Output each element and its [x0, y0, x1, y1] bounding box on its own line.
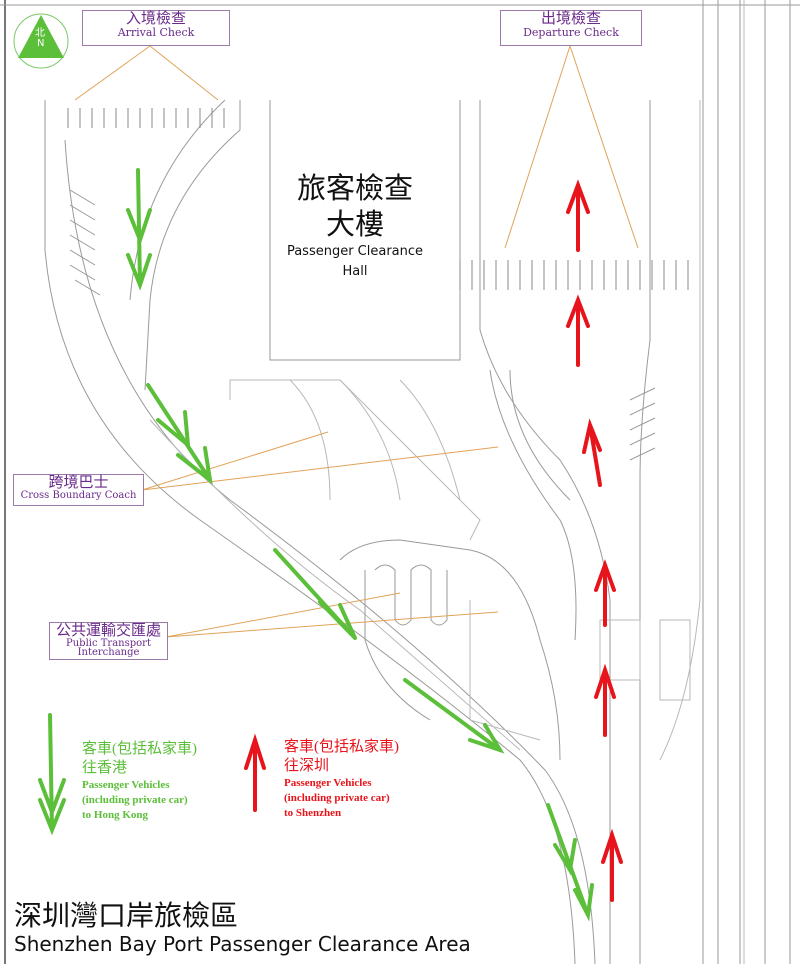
legend-sz-en-1: Passenger Vehicles	[284, 777, 372, 789]
arrival-en: Arrival Check	[117, 25, 195, 39]
coach-zh: 跨境巴士	[48, 473, 109, 491]
highway	[702, 0, 791, 964]
map-title: 深圳灣口岸旅檢區 Shenzhen Bay Port Passenger Cle…	[14, 899, 471, 957]
transport-en-2: Interchange	[77, 646, 140, 658]
north-arrow-icon	[13, 13, 69, 69]
passenger-clearance-hall-label: 旅客檢查 大樓 Passenger Clearance Hall	[260, 170, 450, 282]
transport-zh: 公共運輸交匯處	[55, 621, 161, 639]
map-title-zh: 深圳灣口岸旅檢區	[14, 899, 239, 932]
legend-to-shenzhen: 客車(包括私家車) 往深圳 Passenger Vehicles (includ…	[284, 738, 399, 821]
legend-sz-zh-1: 客車(包括私家車)	[284, 739, 399, 755]
legend-sz-en-2: (including private car)	[284, 792, 390, 804]
label-public-transport-interchange: 公共運輸交匯處 Public Transport Interchange	[49, 622, 168, 660]
departure-zh: 出境檢查	[540, 9, 601, 27]
legend-hk-zh-1: 客車(包括私家車)	[82, 741, 197, 757]
north-label-en: N	[37, 38, 45, 49]
hall-zh-2: 大樓	[325, 207, 384, 241]
label-arrival-check: 入境檢查 Arrival Check	[82, 10, 230, 46]
arrows-to-hong-kong	[38, 168, 594, 922]
legend-sz-en-3: to Shenzhen	[284, 807, 342, 819]
legend-hk-en-2: (including private car)	[82, 794, 188, 806]
angled-bays	[69, 189, 656, 461]
road-network	[44, 99, 701, 964]
arrows-to-shenzhen	[244, 179, 623, 902]
label-cross-boundary-coach: 跨境巴士 Cross Boundary Coach	[13, 474, 144, 506]
legend-hk-en-3: to Hong Kong	[82, 809, 149, 821]
hall-en-1: Passenger Clearance	[286, 244, 424, 259]
legend-hk-en-1: Passenger Vehicles	[82, 779, 170, 791]
legend-hk-zh-2: 往香港	[82, 760, 128, 776]
coach-en: Cross Boundary Coach	[20, 489, 137, 501]
arrival-gates	[67, 108, 225, 128]
departure-gates	[459, 260, 689, 290]
departure-en: Departure Check	[523, 25, 619, 39]
north-compass: 北 N	[12, 12, 70, 70]
leader-lines	[74, 45, 639, 638]
legend-sz-zh-2: 往深圳	[284, 758, 330, 774]
arrival-zh: 入境檢查	[125, 9, 186, 27]
north-label-zh: 北	[35, 28, 45, 39]
label-departure-check: 出境檢查 Departure Check	[500, 10, 642, 46]
transport-en-1: Public Transport	[66, 637, 151, 649]
legend-to-hong-kong: 客車(包括私家車) 往香港 Passenger Vehicles (includ…	[82, 740, 197, 823]
map-title-en: Shenzhen Bay Port Passenger Clearance Ar…	[14, 932, 471, 956]
hall-zh-1: 旅客檢查	[296, 171, 413, 205]
hall-en-2: Hall	[342, 264, 368, 279]
